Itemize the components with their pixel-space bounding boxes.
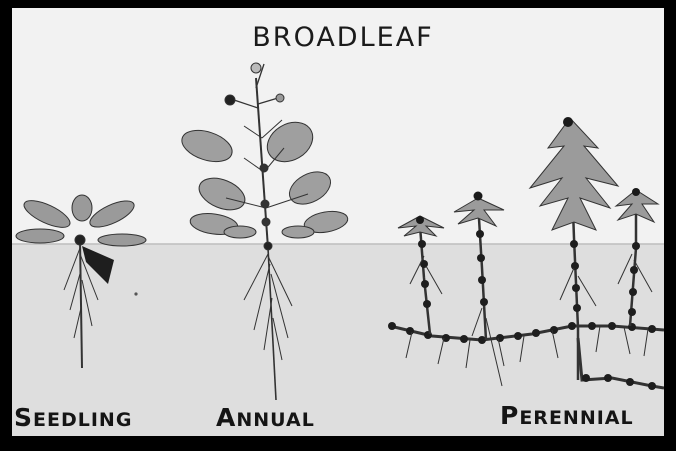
annual-node	[260, 164, 268, 172]
annual-leaf	[224, 226, 256, 238]
perennial-label-rest: ERENNIAL	[519, 407, 633, 429]
annual-flower	[251, 63, 261, 73]
annual-leaf	[282, 226, 314, 238]
seedling-crown	[75, 235, 85, 245]
annual-flower	[225, 95, 235, 105]
seedling-label-rest: EEDLING	[33, 409, 132, 431]
diagram-title: BROADLEAF	[12, 22, 664, 53]
annual-crown	[264, 242, 272, 250]
seedling-leaf	[72, 195, 92, 221]
perennial-label-initial: P	[500, 401, 519, 430]
annual-flower	[276, 94, 284, 102]
seedling-leaf	[98, 234, 146, 246]
annual-node	[261, 200, 269, 208]
diagram-panel: BROADLEAF SEEDLING ANNUAL PERENNIAL	[12, 8, 664, 436]
annual-label: ANNUAL	[216, 403, 315, 432]
annual-node	[262, 218, 270, 226]
perennial-label: PERENNIAL	[500, 401, 634, 430]
annual-label-initial: A	[216, 403, 236, 432]
seedling-leaf	[16, 229, 64, 243]
seed-speck	[134, 292, 137, 295]
seedling-label: SEEDLING	[14, 403, 132, 432]
weed-diagram	[12, 8, 664, 436]
annual-label-rest: NNUAL	[236, 409, 314, 431]
seedling-label-initial: S	[14, 403, 33, 432]
